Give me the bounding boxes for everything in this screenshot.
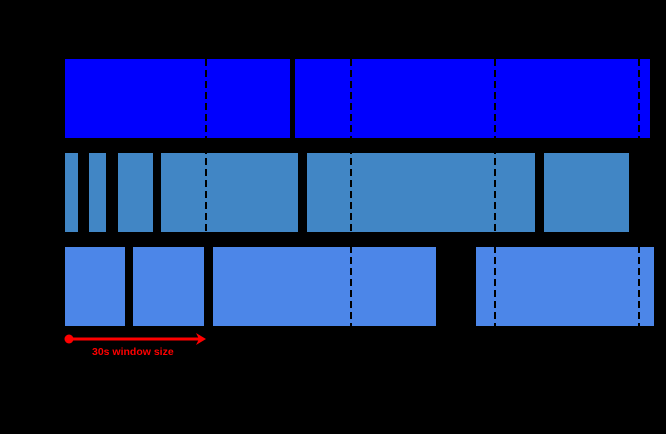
- bar-segment: [65, 59, 290, 138]
- bar-segment: [65, 153, 78, 232]
- window-size-arrow: [64, 333, 206, 345]
- bar-segment: [133, 247, 204, 326]
- bar-segment: [213, 247, 436, 326]
- window-boundary-dashed-line: [493, 59, 496, 326]
- arrow-head-icon: [196, 333, 206, 345]
- window-boundary-dashed-line: [637, 59, 640, 326]
- bar-segment: [476, 247, 654, 326]
- bar-segment: [118, 153, 153, 232]
- arrow-start-dot: [64, 334, 74, 344]
- bar-segment: [295, 59, 650, 138]
- bar-segment: [89, 153, 106, 232]
- bar-segment: [161, 153, 298, 232]
- track-top: [0, 59, 666, 138]
- bar-segment: [544, 153, 629, 232]
- window-boundary-dashed-line: [205, 59, 207, 326]
- bar-segment: [65, 247, 125, 326]
- track-bottom: [0, 247, 666, 326]
- window-size-label: 30s window size: [92, 346, 174, 358]
- window-boundary-dashed-line: [349, 59, 352, 326]
- track-middle: [0, 153, 666, 232]
- bar-segment: [307, 153, 535, 232]
